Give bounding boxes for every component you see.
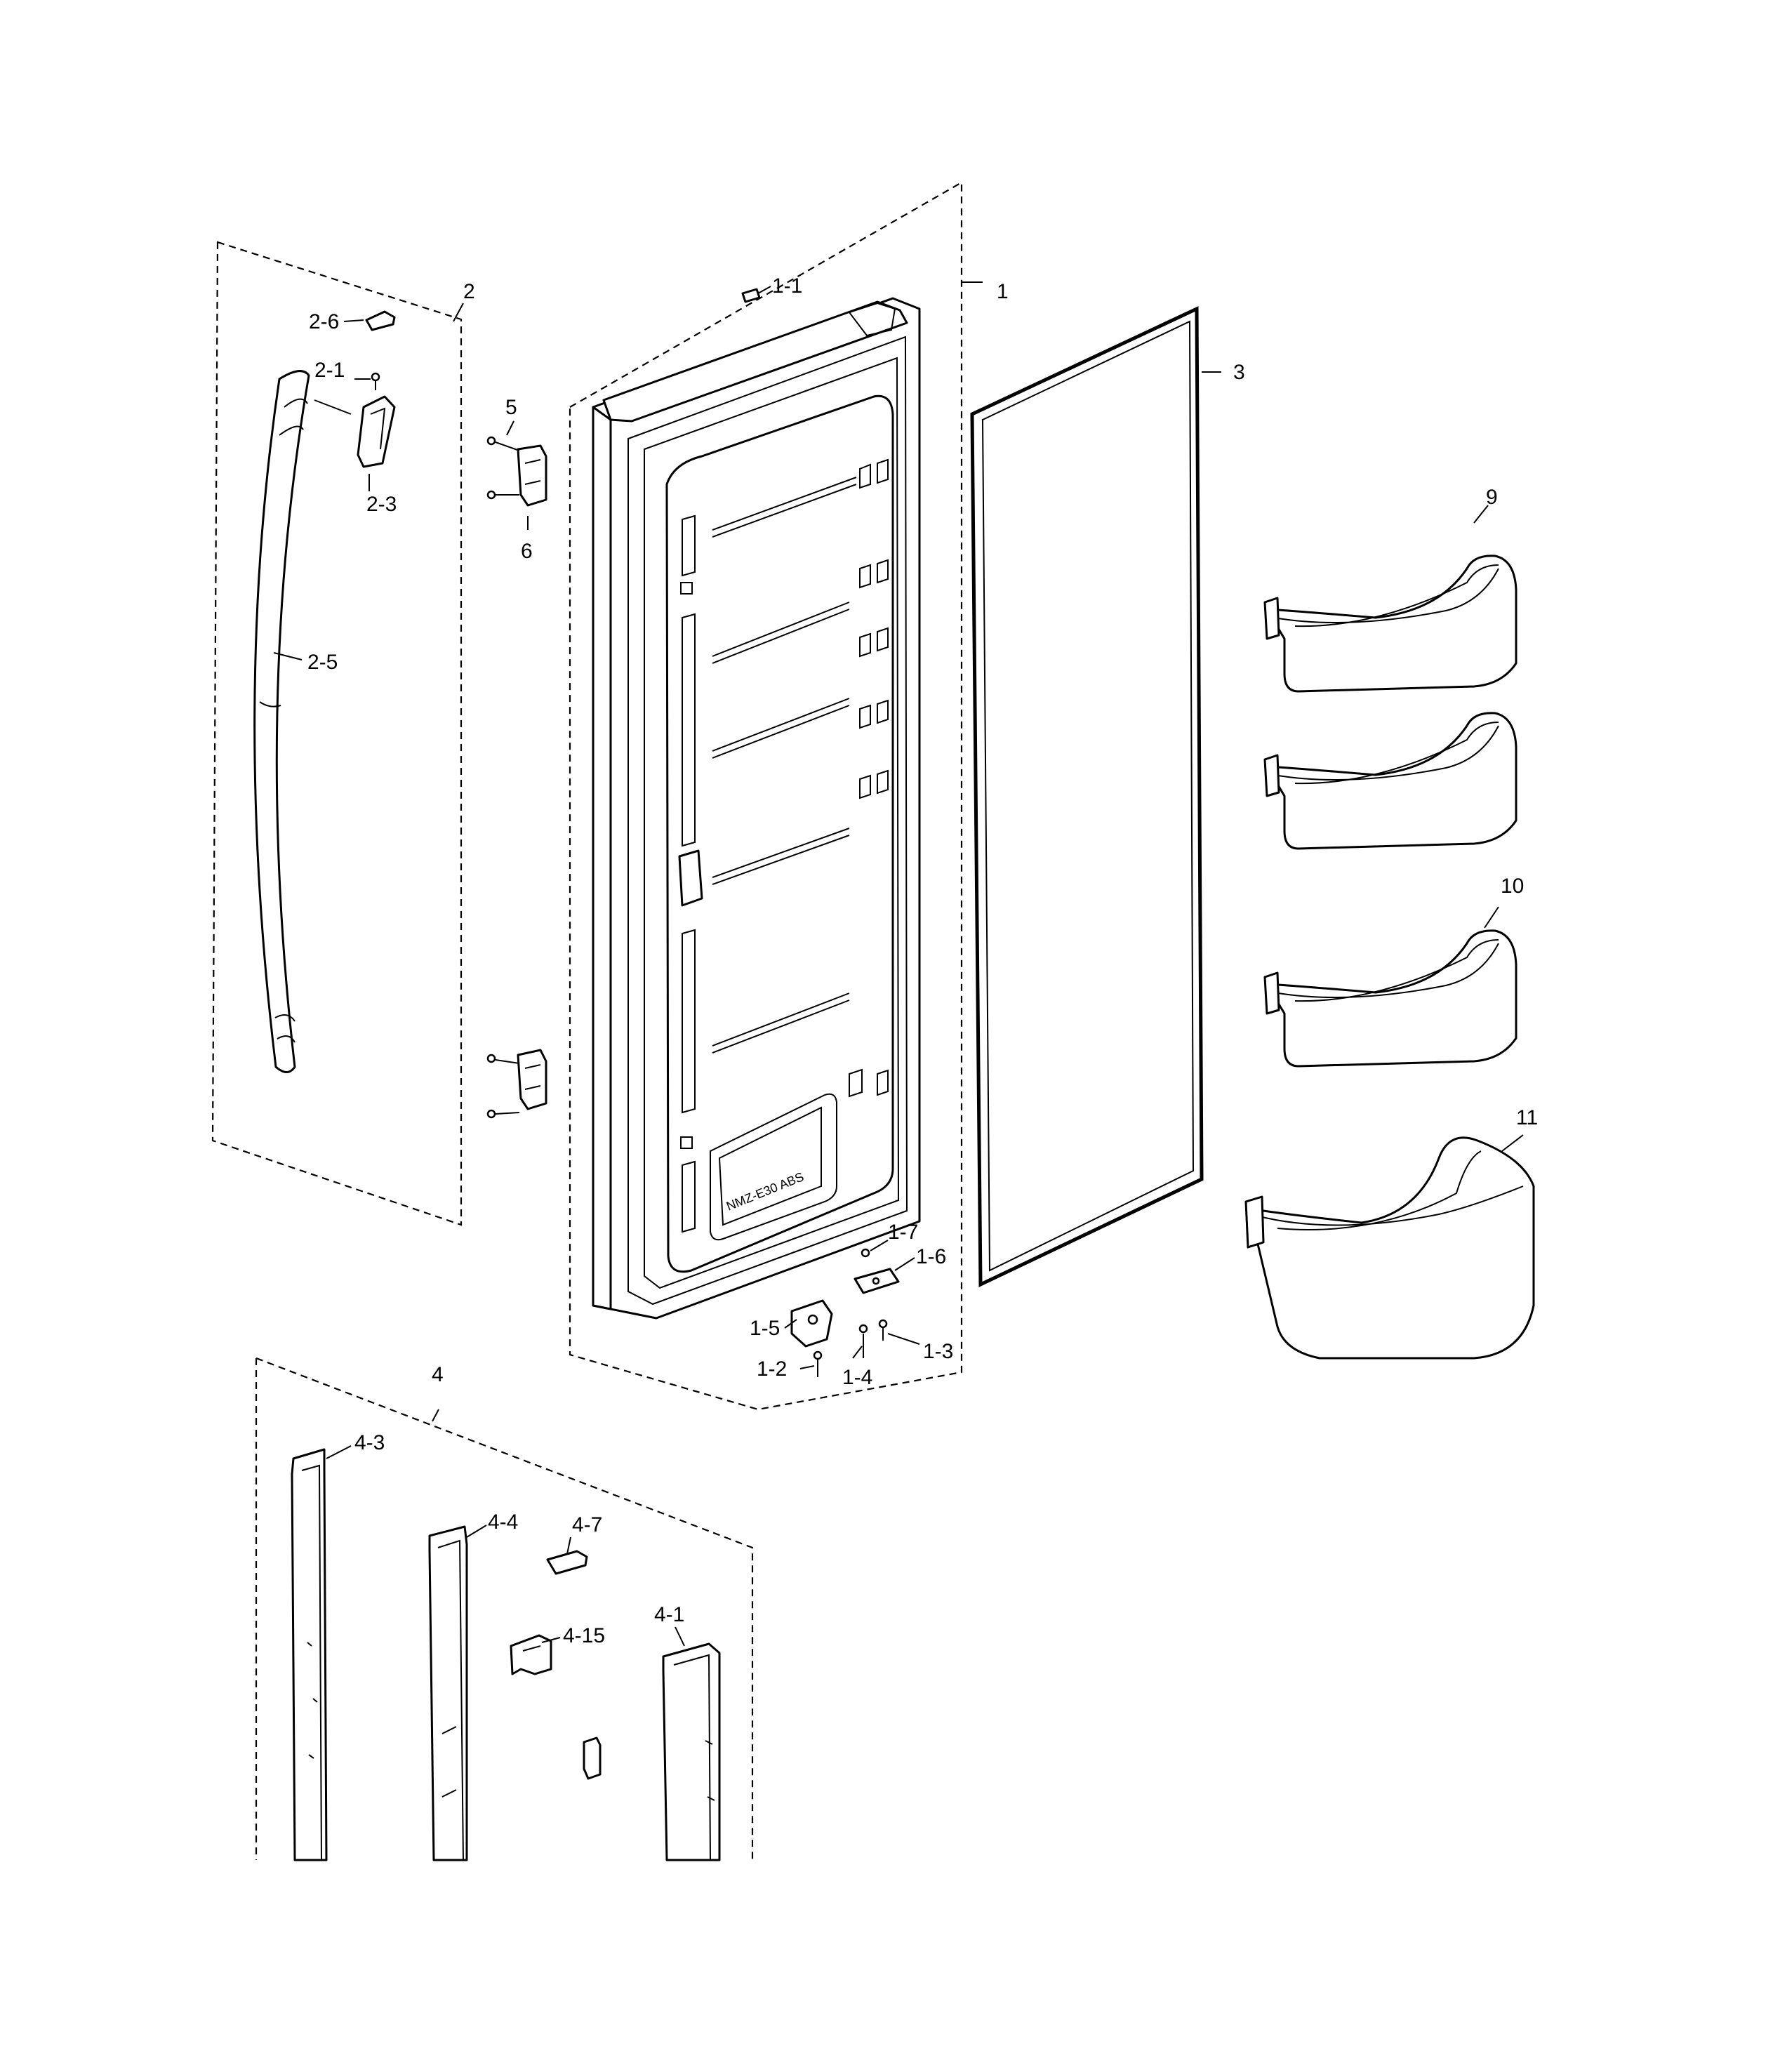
trim-cap-4-7 [546, 1550, 588, 1575]
assembly-outlines [211, 181, 963, 1860]
label-4-4: 4-4 [488, 1510, 518, 1534]
handle-cap [365, 310, 396, 331]
lower-hinge [486, 1049, 547, 1119]
door-cap-cover [741, 288, 761, 303]
label-2-6: 2-6 [309, 310, 339, 333]
door-bin-gallon [1244, 1136, 1535, 1360]
label-1-2: 1-2 [757, 1357, 787, 1381]
trim-strip-4-1 [662, 1642, 721, 1861]
label-1-4: 1-4 [842, 1366, 872, 1389]
door-bin-middle [1263, 712, 1517, 850]
label-1-7: 1-7 [888, 1221, 918, 1244]
upper-hinge [486, 436, 547, 507]
label-3: 3 [1233, 361, 1245, 384]
label-4-3: 4-3 [354, 1431, 385, 1454]
label-5: 5 [505, 396, 517, 419]
label-4-1: 4-1 [654, 1603, 684, 1626]
door-gasket [970, 306, 1204, 1287]
label-1-6: 1-6 [916, 1245, 946, 1268]
door-assembly-outline [569, 181, 963, 1411]
door-bin-upper [1263, 554, 1517, 693]
label-2-5: 2-5 [307, 651, 338, 674]
label-1: 1 [997, 280, 1009, 303]
label-4: 4 [432, 1363, 444, 1386]
label-6: 6 [521, 540, 533, 563]
callout-labels: 2 2-6 2-1 2-3 2-5 1-1 1 3 5 6 9 10 11 1-… [307, 274, 1538, 1647]
label-1-5: 1-5 [750, 1317, 780, 1340]
label-2-3: 2-3 [366, 493, 397, 516]
door-handle [253, 370, 310, 1073]
door-lower-hardware [790, 1248, 900, 1377]
label-1-3: 1-3 [923, 1340, 953, 1363]
refrigerator-door: NMZ-E30 ABS [592, 297, 921, 1320]
trim-assembly-outline [255, 1357, 754, 1860]
trim-clip-4-15 [510, 1634, 552, 1675]
label-10: 10 [1501, 875, 1524, 898]
label-11: 11 [1516, 1106, 1538, 1129]
label-2-1: 2-1 [314, 359, 345, 382]
label-1-1: 1-1 [772, 274, 802, 298]
label-9: 9 [1486, 486, 1498, 509]
label-4-15: 4-15 [563, 1624, 605, 1647]
handle-assembly-outline [211, 241, 463, 1226]
handle-bracket [357, 395, 396, 468]
trim-strip-4-3 [291, 1448, 328, 1861]
label-2: 2 [463, 280, 475, 303]
trim-strip-4-4 [428, 1525, 468, 1861]
door-bin-lower [1263, 929, 1517, 1068]
callout-leaders [273, 281, 1524, 1647]
trim-small-clip [583, 1736, 602, 1780]
label-4-7: 4-7 [572, 1513, 602, 1536]
handle-screw [371, 372, 380, 390]
